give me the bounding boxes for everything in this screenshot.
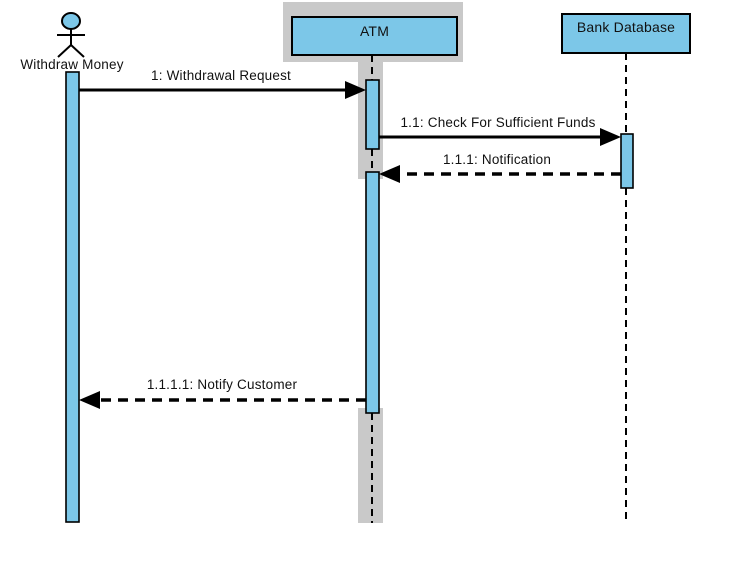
bank-database-box[interactable] [561, 13, 691, 54]
actor-leg-right [70, 44, 85, 58]
bank-database-activation-bar[interactable] [620, 133, 634, 189]
atm-activation-bar-1[interactable] [365, 79, 380, 150]
actor-figure[interactable] [57, 12, 85, 58]
actor-label: Withdraw Money [20, 57, 124, 72]
actor-head [61, 12, 81, 30]
atm-box[interactable] [291, 16, 458, 56]
message-3-arrowhead-icon [379, 165, 400, 183]
message-2-label: 1.1: Check For Sufficient Funds [400, 115, 596, 130]
actor-leg-left [57, 44, 72, 58]
message-3-label: 1.1.1: Notification [442, 152, 552, 167]
message-4-arrowhead-icon [79, 391, 100, 409]
message-4-label: 1.1.1.1: Notify Customer [146, 377, 298, 392]
atm-lifeline-shadow-lower [358, 408, 383, 523]
message-3[interactable] [379, 165, 621, 183]
message-1-label: 1: Withdrawal Request [150, 68, 292, 83]
atm-label: ATM [359, 23, 390, 39]
message-2-arrowhead-icon [600, 128, 621, 146]
message-2[interactable] [379, 128, 621, 146]
atm-activation-bar-2[interactable] [365, 171, 380, 414]
message-4[interactable] [79, 391, 366, 409]
message-1[interactable] [79, 81, 366, 99]
message-1-arrowhead-icon [345, 81, 366, 99]
bank-database-label: Bank Database [576, 19, 676, 35]
actor-activation-bar[interactable] [65, 71, 80, 523]
